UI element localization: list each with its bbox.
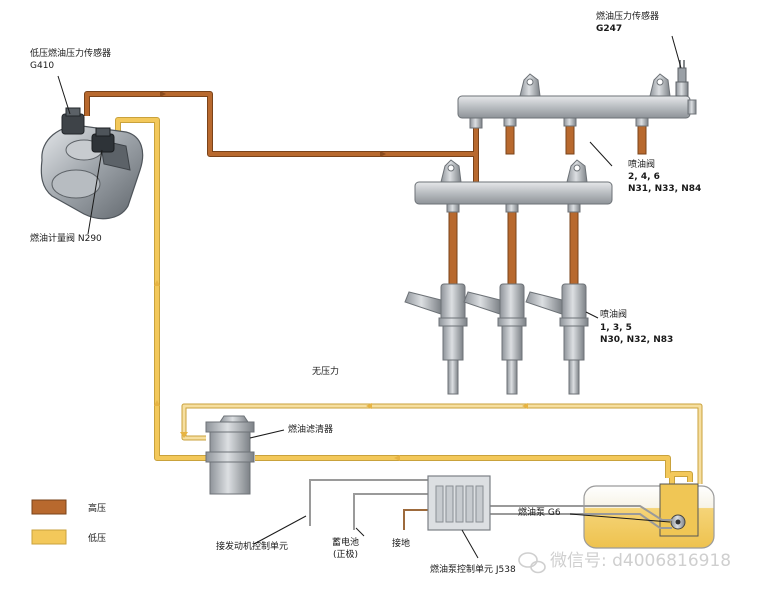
leader-lines [57, 35, 682, 559]
legend-item-low-pressure: 低压 [31, 529, 106, 545]
label-injectors-odd-title: 喷油阀 [600, 308, 627, 320]
label-metering-valve: 燃油计量阀 N290 [30, 232, 102, 244]
label-injectors-odd-codes: N30, N32, N83 [600, 335, 673, 345]
high-pressure-line [84, 91, 479, 182]
low-pressure-return-line [181, 403, 703, 484]
low-pressure-supply-line [115, 117, 693, 484]
label-engine-ecu: 接发动机控制单元 [216, 540, 288, 552]
upper-fuel-rail [457, 73, 691, 155]
lower-injector-feed-pipes [446, 203, 581, 285]
flow-arrows [154, 280, 528, 461]
label-injectors-even-title: 喷油阀 [628, 158, 655, 170]
label-injectors-even-nums: 2, 4, 6 [628, 172, 660, 182]
rail-mount-lug [566, 159, 588, 183]
label-low-pressure-sensor: 低压燃油压力传感器 [30, 47, 111, 59]
rail-mount-lug [519, 73, 541, 97]
legend-label-high: 高压 [88, 502, 106, 514]
label-fuel-pump: 燃油泵 G6 [518, 506, 561, 518]
legend: 高压 低压 [31, 499, 106, 545]
fuel-pressure-sensor-g247 [675, 60, 697, 115]
fuel-pump-control-unit [427, 475, 491, 531]
low-pressure-sensor-g410 [61, 107, 85, 135]
injector [463, 283, 527, 395]
label-low-pressure-sensor-code: G410 [30, 61, 54, 71]
legend-swatch-low [31, 529, 67, 545]
label-battery-positive: (正极) [333, 548, 358, 560]
label-pump-control-unit: 燃油泵控制单元 J538 [430, 563, 516, 575]
label-battery: 蓄电池 [332, 536, 359, 548]
injector-feed-pipe [635, 117, 649, 155]
legend-label-low: 低压 [88, 532, 106, 544]
watermark-text: 微信号: d4006816918 [550, 551, 731, 571]
label-injectors-odd-nums: 1, 3, 5 [600, 323, 632, 333]
label-pressure-sensor: 燃油压力传感器 [596, 10, 659, 22]
injector [525, 283, 589, 395]
wechat-watermark: 微信号: d4006816918 [518, 551, 731, 574]
label-fuel-filter: 燃油滤清器 [288, 423, 333, 435]
label-no-pressure: 无压力 [312, 365, 339, 377]
injector [404, 283, 468, 395]
injector-feed-pipe [503, 117, 517, 155]
label-ground: 接地 [392, 537, 410, 549]
injector-feed-pipe [563, 117, 577, 155]
rail-mount-lug [649, 73, 671, 97]
fuel-tank [583, 483, 715, 549]
hp-flow-arrows [160, 91, 386, 157]
label-pressure-sensor-code: G247 [596, 24, 622, 34]
metering-valve-n290 [91, 127, 115, 153]
legend-swatch-high [31, 499, 67, 515]
electrical-wiring [309, 479, 672, 530]
label-injectors-even-codes: N31, N33, N84 [628, 184, 701, 194]
lower-fuel-rail [414, 159, 613, 205]
fuel-filter [205, 415, 255, 495]
legend-item-high-pressure: 高压 [31, 499, 106, 515]
rail-mount-lug [440, 159, 462, 183]
wechat-icon [518, 552, 546, 574]
